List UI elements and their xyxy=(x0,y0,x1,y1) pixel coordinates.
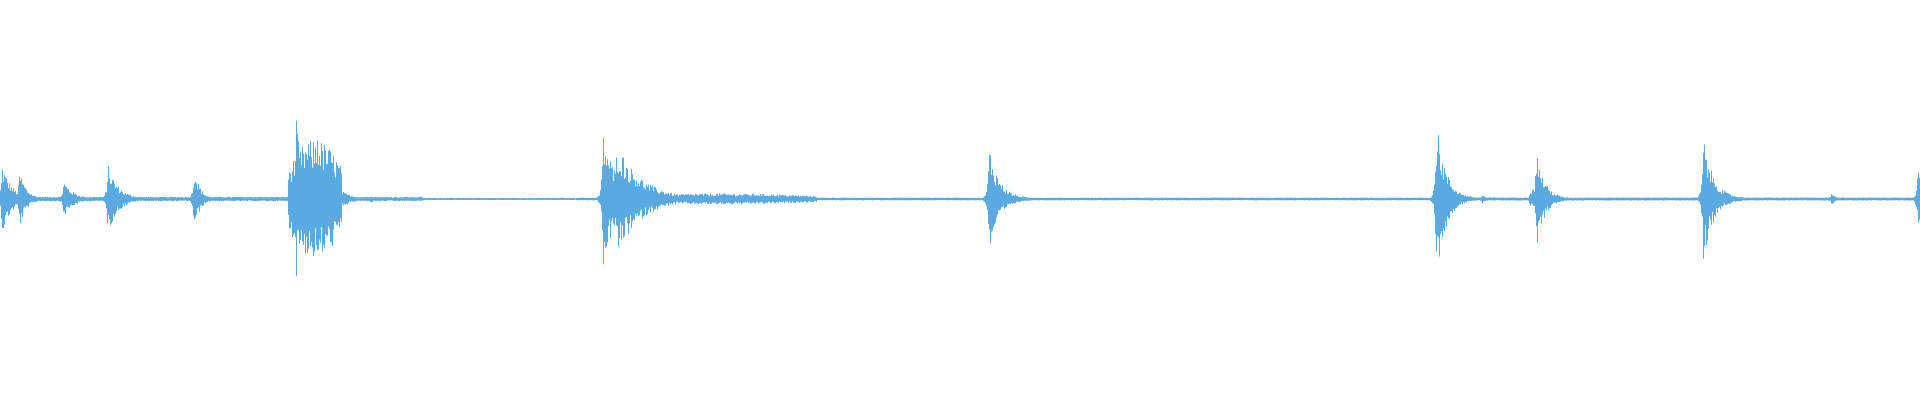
waveform-channel xyxy=(0,120,1920,277)
